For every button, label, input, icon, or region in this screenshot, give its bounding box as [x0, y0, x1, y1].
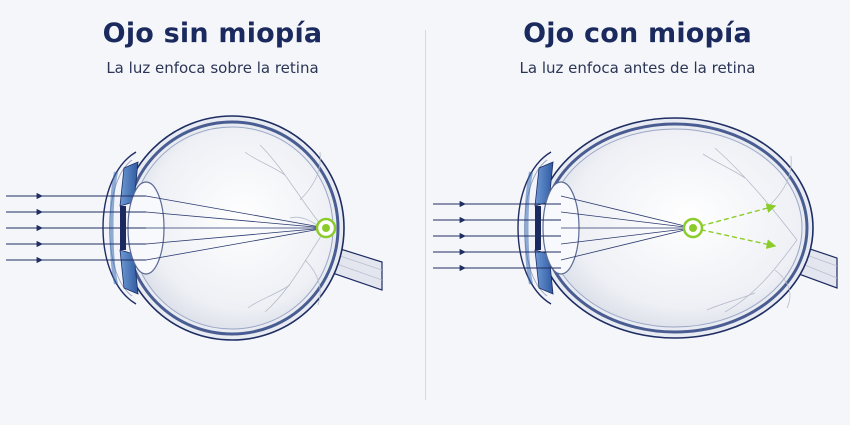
- diverging-rays: [692, 203, 777, 249]
- panel-myopic-eye: Ojo con miopía La luz enfoca antes de la…: [425, 0, 850, 425]
- panel-title-normal: Ojo sin miopía: [102, 18, 323, 49]
- eye-illustration-myopic: [433, 117, 838, 339]
- focal-point-marker: [682, 217, 704, 239]
- refracted-rays: [145, 195, 327, 261]
- panel-divider: [425, 30, 426, 400]
- panel-title-myopic: Ojo con miopía: [523, 18, 752, 49]
- pupil: [535, 206, 541, 250]
- panel-normal-eye: Ojo sin miopía La luz enfoca sobre la re…: [6, 18, 383, 341]
- panel-subtitle-normal: La luz enfoca sobre la retina: [106, 59, 319, 77]
- retinal-vessels: [702, 147, 798, 313]
- incoming-rays: [6, 192, 146, 264]
- incoming-rays: [433, 200, 561, 272]
- panel-subtitle-myopic: La luz enfoca antes de la retina: [519, 59, 756, 77]
- eye-illustration-normal: [6, 115, 383, 341]
- refracted-rays: [560, 195, 694, 261]
- focal-point-marker: [315, 217, 337, 239]
